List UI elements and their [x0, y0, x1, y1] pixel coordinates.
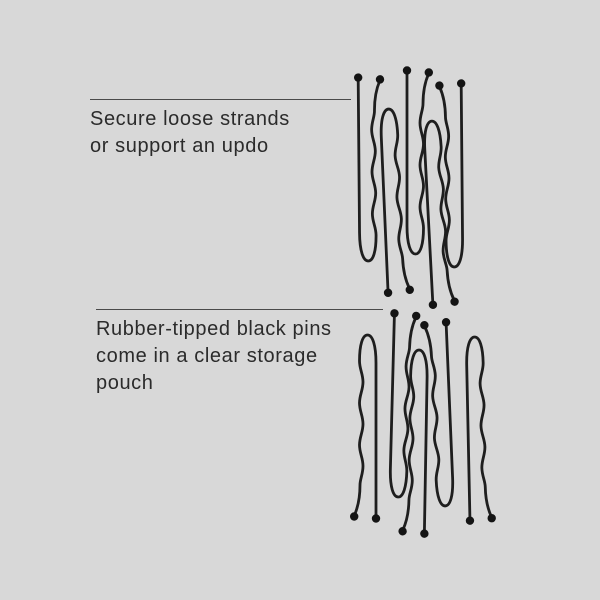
annotation-line: or support an updo [90, 135, 269, 157]
annotation-bottom-text: Rubber-tipped black pins come in a clear… [96, 316, 383, 397]
bobby-pin [460, 335, 498, 527]
bobby-pin [396, 348, 434, 540]
bobby-pin [348, 333, 382, 525]
annotation-bottom: Rubber-tipped black pins come in a clear… [96, 309, 383, 397]
annotation-line: Rubber-tipped black pins [96, 318, 332, 340]
annotation-top-text: Secure loose strands or support an updo [90, 106, 351, 160]
bobby-pin [352, 71, 388, 263]
annotation-line: Secure loose strands [90, 108, 290, 130]
bobby-pin [417, 118, 461, 311]
annotation-line: pouch [96, 372, 154, 394]
annotation-line: come in a clear storage [96, 345, 318, 367]
bobby-pin [374, 106, 416, 299]
divider-line [96, 309, 383, 310]
bobby-pin [384, 307, 422, 499]
annotation-top: Secure loose strands or support an updo [90, 99, 351, 160]
divider-line [90, 99, 351, 100]
